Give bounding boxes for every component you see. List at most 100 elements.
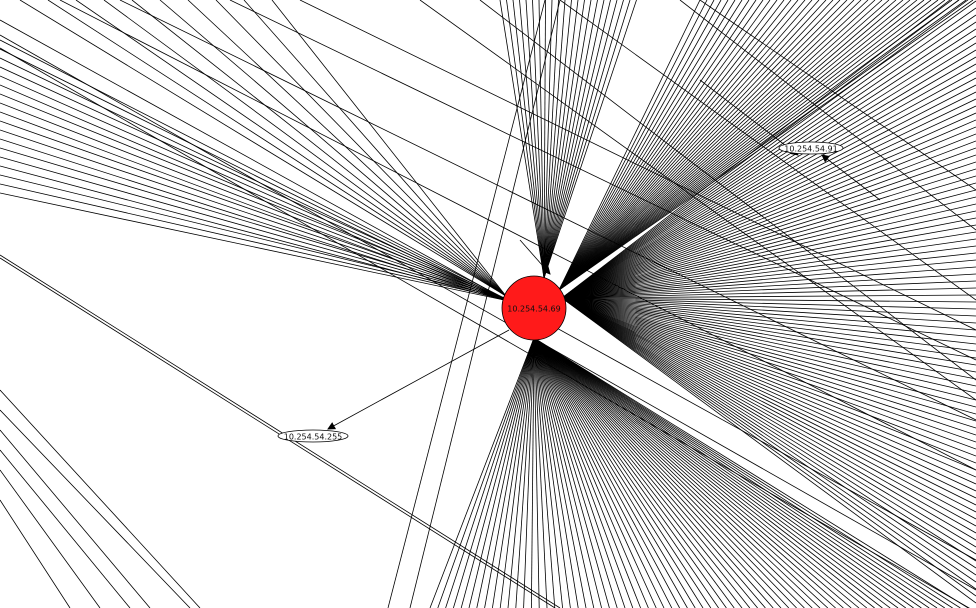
- hub-edge: [558, 0, 918, 291]
- hub-edge: [558, 0, 757, 291]
- hub-edge: [561, 161, 976, 299]
- hub-edge: [561, 297, 976, 492]
- background-edge: [0, 254, 561, 608]
- hub-edge: [561, 56, 976, 299]
- hub-edge: [533, 337, 821, 608]
- hub-edge: [558, 0, 792, 291]
- hub-edge: [561, 297, 976, 548]
- hub-edge: [533, 337, 766, 608]
- hub-edge: [533, 337, 829, 608]
- hub-edge: [558, 0, 932, 291]
- hub-node-circle[interactable]: [501, 275, 567, 341]
- hub-node[interactable]: 10.254.54.69: [501, 275, 567, 341]
- hub-edge: [19, 0, 507, 297]
- hub-edge: [533, 337, 704, 608]
- hub-edge: [533, 337, 665, 608]
- hub-edge: [476, 337, 535, 608]
- hub-edge: [532, 0, 545, 279]
- hub-edge: [561, 297, 976, 429]
- hub-edge: [533, 337, 649, 608]
- hub-edge: [558, 0, 869, 291]
- hub-edge: [533, 337, 602, 608]
- hub-edge: [533, 337, 852, 608]
- hub-edge: [558, 0, 701, 291]
- background-edge: [0, 469, 101, 608]
- hub-edge: [561, 0, 976, 299]
- hub-edge: [0, 102, 505, 300]
- hub-edge: [0, 147, 505, 299]
- hub-edge: [533, 337, 836, 608]
- hub-edge: [131, 0, 507, 297]
- hub-edge: [533, 337, 875, 608]
- hub-edge: [271, 0, 507, 297]
- hub-edge: [533, 337, 540, 608]
- hub-edge: [558, 0, 841, 291]
- hub-edge: [558, 0, 904, 291]
- hub-edge: [558, 0, 736, 291]
- hub-edge: [533, 337, 813, 608]
- node-10-254-54-255[interactable]: 10.254.54.255: [277, 429, 349, 443]
- background-edge: [409, 0, 561, 608]
- hub-edge: [561, 297, 976, 471]
- hub-edge: [561, 210, 976, 299]
- hub-edge: [558, 0, 827, 291]
- node-10-254-54-91[interactable]: 10.254.54.91: [778, 141, 844, 155]
- hub-edge: [561, 231, 976, 299]
- hub-edge: [533, 337, 571, 608]
- node-label: 10.254.54.255: [284, 433, 343, 442]
- background-edge: [0, 409, 191, 608]
- hub-edge: [492, 337, 535, 608]
- hub-edge: [561, 203, 976, 299]
- background-edge: [59, 0, 976, 471]
- hub-edge: [561, 297, 976, 450]
- hub-edge: [561, 259, 976, 299]
- hub-edge: [561, 196, 976, 299]
- hub-edge: [561, 224, 976, 299]
- background-edge: [0, 499, 71, 608]
- hub-edge: [543, 0, 553, 279]
- hub-edge: [561, 297, 976, 457]
- hub-edge: [429, 337, 535, 608]
- hub-edge: [523, 337, 535, 608]
- node-ellipse[interactable]: [277, 429, 349, 443]
- hub-edge: [558, 0, 953, 291]
- hub-edge: [499, 0, 545, 279]
- hub-edge: [187, 0, 507, 297]
- hub-edge: [533, 337, 626, 608]
- hub-edge: [533, 337, 563, 608]
- hub-edge: [533, 337, 914, 608]
- hub-edge: [561, 98, 976, 299]
- hub-edge: [561, 35, 976, 299]
- hub-edge: [533, 337, 797, 608]
- hub-edge: [561, 252, 976, 299]
- hub-edge: [561, 297, 976, 590]
- hub-edge: [215, 0, 507, 297]
- hub-edge: [558, 0, 708, 291]
- hub-edge: [561, 297, 976, 569]
- hub-edge: [159, 0, 507, 297]
- hub-edge: [561, 126, 976, 299]
- hub-edge: [533, 337, 805, 608]
- background-edge: [0, 257, 556, 608]
- hub-edge: [558, 0, 925, 291]
- hub-edge: [561, 189, 976, 299]
- hub-edge: [558, 0, 715, 291]
- hub-edge: [561, 140, 976, 299]
- hub-edge: [561, 14, 976, 299]
- hub-edge: [561, 266, 976, 299]
- hub-edge: [558, 0, 876, 291]
- hub-edge: [561, 28, 976, 299]
- hub-edge: [525, 0, 545, 279]
- hub-edge: [558, 0, 939, 291]
- hub-edge: [561, 297, 976, 506]
- hub-edge: [561, 238, 976, 299]
- hub-edge: [561, 182, 976, 299]
- hub-edge: [561, 287, 976, 299]
- hub-edge: [533, 337, 743, 608]
- node-ellipse[interactable]: [778, 141, 844, 155]
- hub-edge: [533, 337, 634, 608]
- hub-edge: [533, 337, 907, 608]
- hub-edge: [0, 66, 505, 299]
